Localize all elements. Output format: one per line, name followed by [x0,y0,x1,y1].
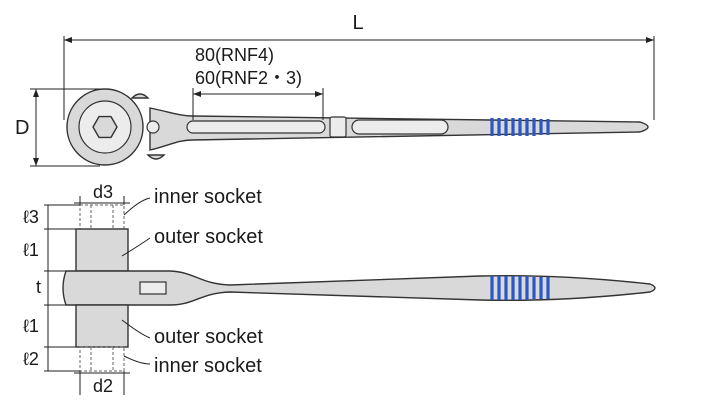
dim-L [63,36,655,120]
callout-leaders [121,197,151,365]
label-D: D [15,117,29,139]
label-slot-rnf4: 80(RNF4) [195,45,274,65]
callout-inner-socket-bottom: inner socket [154,355,262,377]
top-second-slot [351,119,449,135]
inner-socket-top [79,204,125,230]
label-l3: ℓ3 [23,207,39,227]
label-L: L [352,12,363,34]
side-window [139,281,167,295]
label-d2: d2 [93,376,113,396]
callout-outer-socket-top: outer socket [154,226,263,248]
top-pawl-bump [130,93,150,99]
label-l2: ℓ2 [23,349,39,369]
label-l1-bottom: ℓ1 [23,316,39,336]
outer-socket-bottom [75,304,129,348]
label-l1-top: ℓ1 [23,240,39,260]
side-grip [490,276,550,300]
label-d3: d3 [93,182,113,202]
top-slot [186,120,326,134]
top-stop-block [329,116,347,138]
label-t: t [36,277,41,297]
dim-slot [192,88,324,120]
top-grip [490,118,550,136]
label-slot-rnf23: 60(RNF2・3) [195,68,302,88]
top-socket-hex [92,115,118,139]
outer-socket-top [75,228,129,272]
dim-d3 [74,196,130,205]
dim-vertical-chain [44,204,80,372]
inner-socket-bottom [79,346,125,372]
callout-outer-socket-bottom: outer socket [154,326,263,348]
top-pivot-hole [146,120,160,134]
side-view: d3 d2 ℓ3 ℓ1 t ℓ1 ℓ2 inner [23,182,656,396]
top-view: L 80(RNF4) 60(RNF2・3) D [15,12,655,167]
dim-d2 [74,371,130,395]
dim-D [30,88,100,167]
callout-inner-socket-top: inner socket [154,186,262,208]
top-pawl-bump-lower [146,154,166,160]
